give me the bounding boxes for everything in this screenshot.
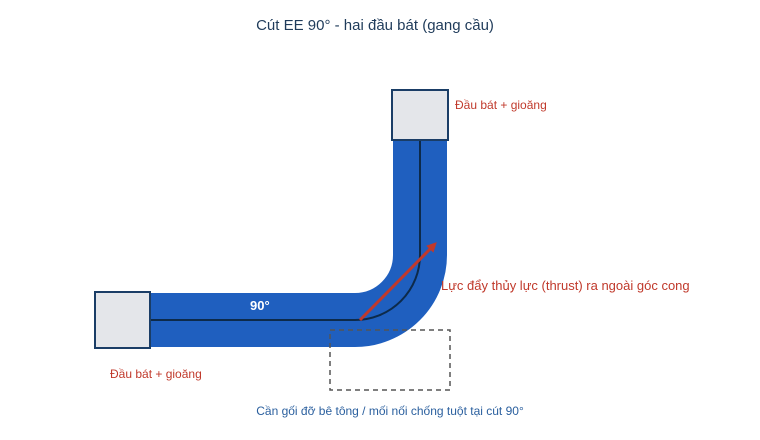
support-note: Cần gối đỡ bê tông / mối nối chống tuột …	[256, 404, 524, 418]
angle-label: 90°	[250, 298, 270, 313]
thrust-label: Lực đẩy thủy lực (thrust) ra ngoài góc c…	[441, 278, 690, 293]
diagram-title: Cút EE 90° - hai đầu bát (gang cầu)	[256, 17, 494, 34]
socket-left	[94, 291, 151, 349]
elbow-pipe	[150, 140, 447, 347]
socket-top	[391, 89, 449, 141]
socket-top-label: Đầu bát + gioăng	[455, 98, 547, 112]
thrust-arrow	[358, 242, 437, 322]
socket-left-label: Đầu bát + gioăng	[110, 367, 202, 381]
pipe-centerline	[150, 140, 421, 321]
